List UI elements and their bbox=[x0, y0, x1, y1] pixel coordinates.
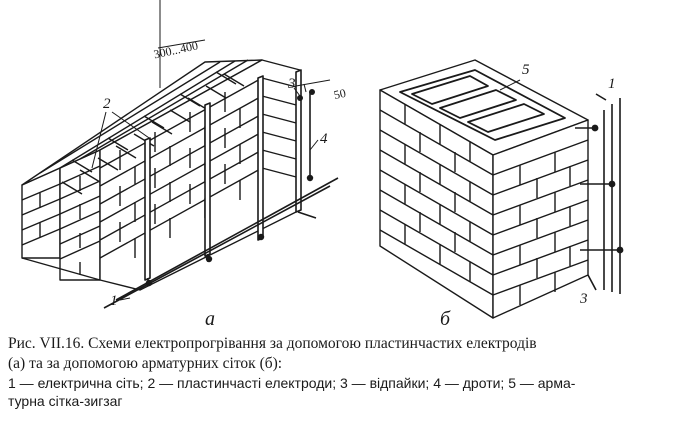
panel-a-junctions bbox=[145, 89, 315, 287]
panel-a-top-bricks bbox=[39, 59, 249, 195]
label-a-4: 4 bbox=[320, 131, 328, 147]
figure-caption: Рис. VII.16. Схеми електропрогрівання за… bbox=[8, 334, 688, 410]
label-b-1: 1 bbox=[608, 76, 616, 92]
panel-b-right-courses bbox=[492, 139, 589, 305]
panel-a-dimensions bbox=[157, 0, 331, 93]
label-b-3: 3 bbox=[579, 291, 588, 307]
electroheating-diagram: 2 3 4 1 300...400 50 а 5 1 3 б bbox=[21, 0, 624, 330]
panel-b-label: б bbox=[440, 308, 451, 330]
panel-a-wires bbox=[103, 92, 339, 309]
caption-line-1: Рис. VII.16. Схеми електропрогрівання за… bbox=[8, 335, 537, 352]
panel-b-leaders bbox=[499, 79, 521, 91]
plate-electrodes bbox=[144, 69, 302, 281]
panel-b-pier bbox=[379, 59, 589, 319]
label-a-3: 3 bbox=[287, 76, 296, 92]
caption-line-3: 1 — електрична сіть; 2 — пластинчасті ел… bbox=[8, 375, 576, 391]
panel-a-left-courses bbox=[21, 165, 101, 275]
dimension-50: 50 bbox=[332, 86, 347, 102]
label-a-2: 2 bbox=[103, 96, 111, 112]
label-a-1: 1 bbox=[110, 293, 118, 309]
caption-line-4: турна сітка-зигзаг bbox=[8, 393, 123, 409]
caption-line-2: (а) та за допомогою арматурних сіток (б)… bbox=[8, 355, 283, 372]
dimension-300-400: 300...400 bbox=[152, 38, 199, 61]
label-b-5: 5 bbox=[522, 62, 530, 78]
panel-b-left-courses bbox=[379, 104, 494, 296]
zigzag-mesh bbox=[399, 69, 566, 141]
panel-a-leaders bbox=[91, 87, 319, 301]
panel-a-label: а bbox=[205, 308, 215, 330]
panel-b-junctions bbox=[591, 124, 624, 254]
